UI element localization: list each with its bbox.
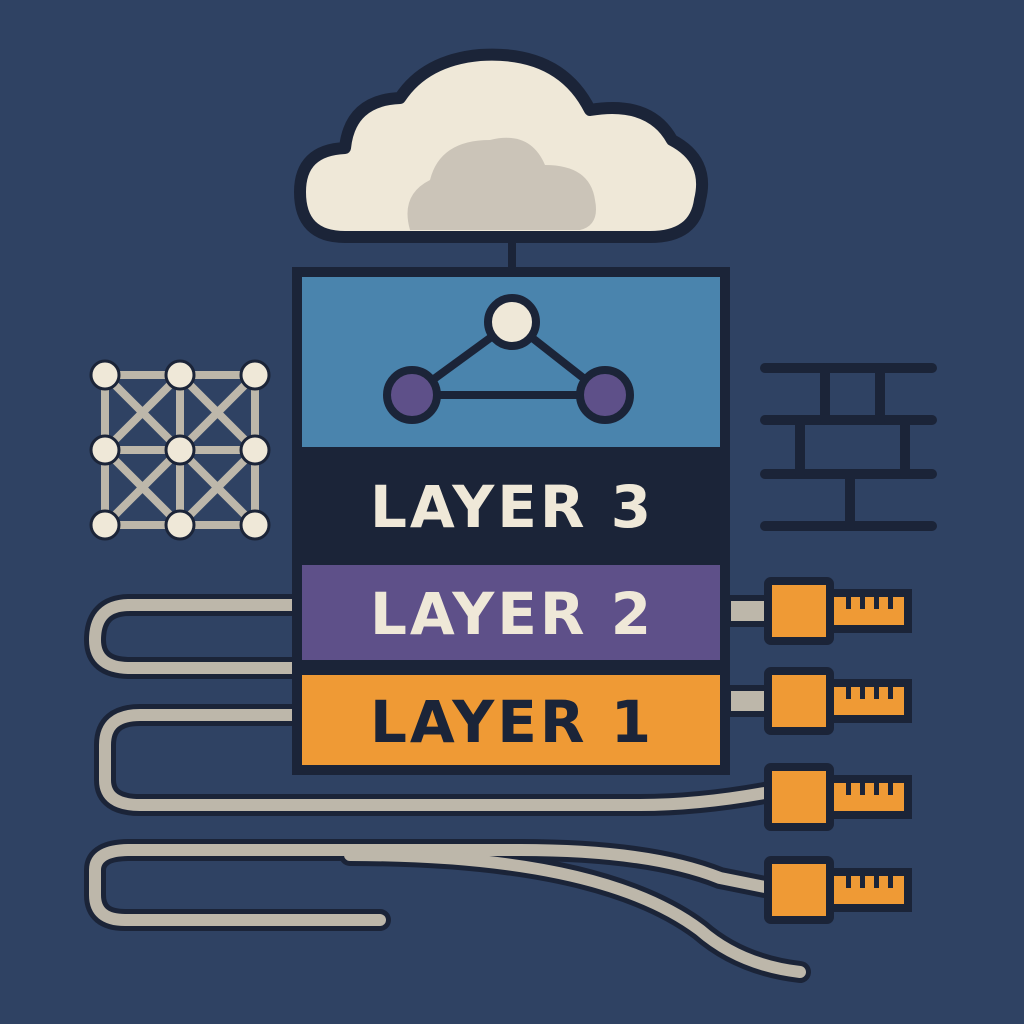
layer2-label: LAYER 2 — [370, 580, 654, 648]
cloud-icon — [294, 48, 709, 243]
layer3-band — [292, 447, 730, 565]
ethernet-connector-icon — [764, 856, 912, 924]
ethernet-connector-icon — [764, 763, 912, 831]
topology-node-left — [383, 366, 441, 424]
layer1-band — [292, 665, 730, 775]
firewall-brick-icon — [760, 363, 937, 531]
layer-stack — [292, 267, 730, 775]
network-topology-icon — [383, 294, 634, 424]
topology-node-right — [576, 366, 634, 424]
ethernet-connector-icon — [764, 577, 912, 645]
topology-node-top — [484, 294, 540, 350]
right-cable-stubs — [725, 595, 773, 717]
ethernet-connector-icon — [764, 667, 912, 735]
ethernet-connectors — [764, 577, 912, 924]
cable-bundle — [83, 594, 811, 983]
layer3-label: LAYER 3 — [370, 473, 654, 541]
mesh-grid-nodes — [89, 359, 271, 541]
layer1-label: LAYER 1 — [370, 688, 654, 756]
